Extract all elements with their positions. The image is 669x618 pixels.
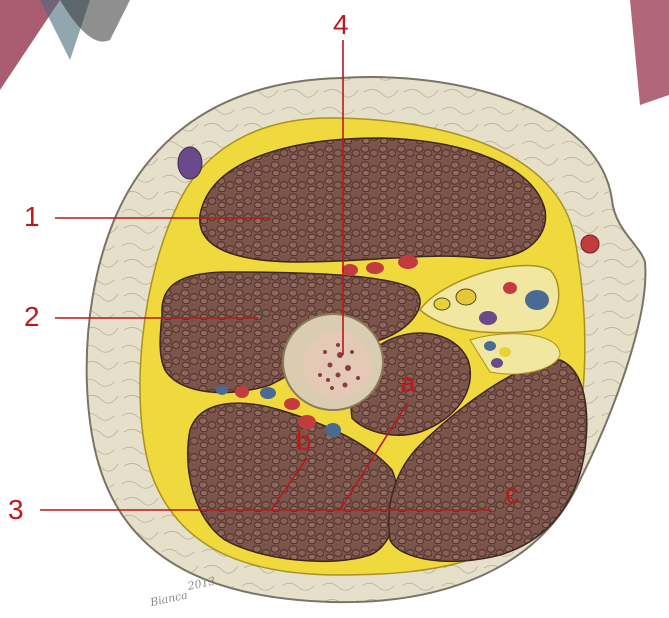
signature-name: Bianca	[148, 589, 189, 610]
signature-year: 2013	[185, 574, 216, 593]
label-c: c	[505, 478, 519, 509]
vessel-5	[235, 386, 249, 398]
label-4: 4	[333, 9, 349, 40]
label-3: 3	[8, 494, 24, 525]
vessel-lateral	[581, 235, 599, 253]
vessel-1	[342, 264, 358, 276]
vessel-6	[260, 387, 276, 399]
vessel-4	[216, 385, 228, 395]
femur-bone	[283, 314, 383, 410]
vessel-3	[398, 255, 418, 269]
vessel-superficial	[178, 147, 202, 179]
vessel-2	[366, 262, 384, 274]
label-a: a	[400, 367, 416, 398]
vessel-7	[284, 398, 300, 410]
hair-strokes-left	[0, 0, 130, 90]
vessel-9	[325, 423, 341, 437]
artist-signature: Bianca 2013	[146, 574, 218, 609]
label-1: 1	[24, 201, 40, 232]
label-2: 2	[24, 301, 40, 332]
label-b: b	[296, 425, 312, 456]
hair-strokes-right	[630, 0, 669, 105]
